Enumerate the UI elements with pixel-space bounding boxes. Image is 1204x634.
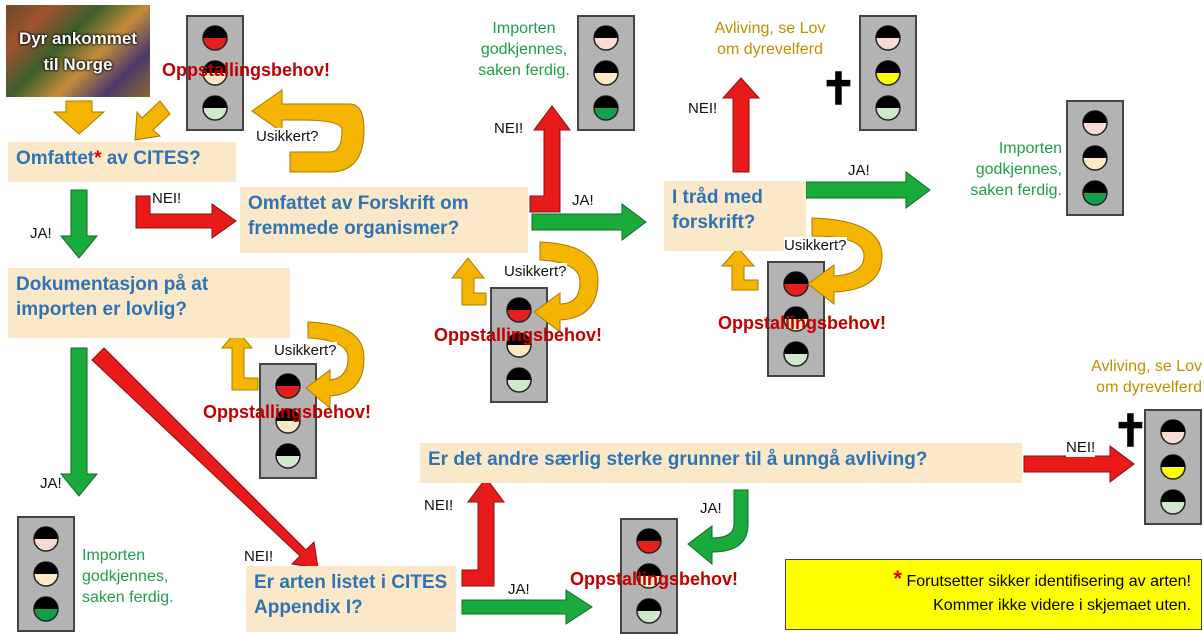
traffic-light-euthanasia-2 — [1144, 409, 1202, 525]
label-ja-andre-grunner: JA! — [700, 500, 722, 518]
photo-caption-line1: Dyr ankommet — [18, 29, 138, 48]
orange-uturn-arrow-forskrift — [533, 241, 599, 334]
traffic-light-approved-1 — [577, 15, 635, 131]
label-nei-itrad: NEI! — [688, 100, 718, 118]
footnote-line2: Kommer ikke videre i skjemaet uten. — [933, 597, 1191, 614]
orange-uturn-arrow-dokumentasjon — [305, 321, 365, 410]
red-arrow-andre-grunner-nei — [1023, 445, 1135, 483]
outcome-approved-2: Importen godkjennes, saken ferdig. — [970, 140, 1062, 199]
housing-need-label-2: Oppstallingsbehov! — [718, 313, 887, 333]
red-arrow-itrad-nei — [721, 77, 761, 173]
footnote-line1-text: Forutsetter sikker identifisering av art… — [906, 573, 1191, 590]
orange-uturn-arrow-itrad — [807, 217, 883, 306]
orange-diagonal-arrow — [134, 100, 171, 141]
traffic-light-approved-2 — [1066, 100, 1124, 216]
green-arrow-cites-ja — [59, 189, 99, 259]
label-nei-andre-grunner: NEI! — [1066, 439, 1096, 457]
label-ja-forskrift: JA! — [572, 192, 594, 210]
label-ja-appendix: JA! — [508, 581, 530, 599]
orange-down-arrow — [52, 100, 106, 135]
label-usikkert-4: Usikkert? — [274, 342, 337, 360]
footnote-box: * Forutsetter sikker identifisering av a… — [785, 559, 1202, 630]
green-arrow-appendix-ja — [461, 589, 593, 625]
green-arrow-itrad-ja — [805, 171, 931, 209]
housing-need-label-4: Oppstallingsbehov! — [203, 402, 372, 422]
outcome-euthanasia-2: Avliving, se Lov om dyrevelferd — [1091, 358, 1202, 396]
label-ja-itrad: JA! — [848, 162, 870, 180]
question-cites-rest: av CITES? — [101, 148, 201, 169]
outcome-approved-3: Importen godkjennes, saken ferdig. — [82, 547, 174, 606]
question-i-trad: I tråd med forskrift? — [664, 181, 806, 251]
label-nei-forskrift: NEI! — [494, 120, 524, 138]
orange-up-arrow-itrad — [720, 247, 759, 291]
footnote-line1: * Forutsetter sikker identifisering av a… — [796, 567, 1191, 594]
cross-icon: ✝ — [1112, 407, 1149, 456]
red-arrow-dokumentasjon-nei — [91, 347, 319, 569]
cross-icon: ✝ — [820, 65, 857, 114]
green-arrow-dokumentasjon-ja — [59, 347, 99, 497]
question-forskrift: Omfattet av Forskrift om fremmede organi… — [240, 187, 528, 253]
label-usikkert-3: Usikkert? — [784, 237, 847, 255]
question-dokumentasjon: Dokumentasjon på at importen er lovlig? — [8, 268, 290, 338]
red-arrow-forskrift-nei — [529, 105, 571, 213]
label-usikkert-1: Usikkert? — [256, 128, 319, 146]
label-nei-cites: NEI! — [152, 190, 182, 208]
question-cites-main: Omfattet — [16, 148, 95, 169]
housing-need-label-3: Oppstallingsbehov! — [434, 325, 603, 345]
housing-need-label-1: Oppstallingsbehov! — [162, 60, 331, 80]
traffic-light-approved-3 — [17, 516, 75, 632]
traffic-light-euthanasia-1 — [859, 15, 917, 131]
label-usikkert-2: Usikkert? — [504, 263, 567, 281]
animals-photo: Dyr ankommet til Norge — [6, 5, 150, 97]
label-nei-appendix: NEI! — [424, 497, 454, 515]
housing-need-label-5: Oppstallingsbehov! — [570, 569, 739, 589]
label-ja-dokumentasjon: JA! — [40, 475, 62, 493]
question-cites: Omfattet* av CITES? — [8, 142, 236, 182]
green-arrow-forskrift-ja — [531, 203, 647, 241]
red-arrow-cites-nei — [135, 195, 237, 239]
footnote-star: * — [893, 566, 902, 591]
orange-uturn-arrow-cites — [251, 89, 365, 173]
outcome-approved-1: Importen godkjennes, saken ferdig. — [478, 20, 570, 79]
photo-caption-line2: til Norge — [43, 55, 113, 74]
red-arrow-appendix-nei — [461, 477, 505, 587]
label-ja-cites: JA! — [30, 225, 52, 243]
orange-up-arrow-dokumentasjon — [220, 329, 259, 391]
orange-up-arrow-forskrift — [450, 257, 487, 306]
question-cites-star: * — [94, 148, 102, 169]
outcome-euthanasia-1: Avliving, se Lov om dyrevelferd — [714, 20, 826, 58]
question-appendix: Er arten listet i CITES Appendix I? — [246, 566, 456, 632]
green-arrow-andre-grunner-ja — [687, 489, 749, 566]
question-andre-grunner: Er det andre særlig sterke grunner til å… — [420, 443, 1022, 483]
label-nei-dokumentasjon: NEI! — [244, 548, 274, 566]
